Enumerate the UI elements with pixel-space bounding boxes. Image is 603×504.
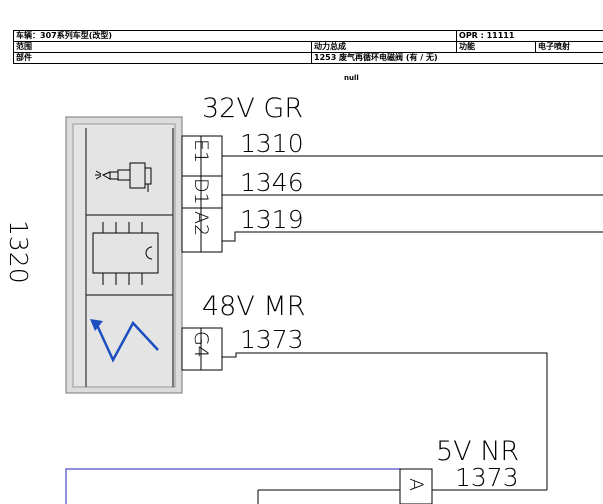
wire-1319 [222,231,603,242]
wire-number: 1310 [240,129,304,158]
wire-number: 1373 [240,325,304,354]
lightning-icon [90,319,159,363]
part-value-cell: 1253 废气再循环电磁阀 (有 / 无) [310,52,603,64]
wire-number: 1373 [455,463,519,492]
connector-label-5v: 5V NR [436,436,519,467]
connector-5v-block [399,468,433,504]
null-note: null [344,74,359,82]
pin-label: A2 [190,211,212,236]
wire-1373 [222,352,548,490]
injector-icon [95,162,152,192]
component-inner [72,123,176,388]
lower-component-outline [65,468,400,504]
header-table: 车辆：307系列车型(改型) OPR : 11111 范围 动力总成 功能 电子… [12,30,603,71]
wire-number: 1319 [240,205,304,234]
component-id: 1320 [4,220,33,284]
pin-label: G4 [190,331,212,358]
ecu-chip-icon [92,222,159,285]
pin-label: D1 [190,178,212,205]
part-label-cell: 部件 [13,52,312,64]
wire-number: 1346 [240,168,304,197]
connector-label-48v: 48V MR [202,291,305,322]
pin-label: E1 [190,139,212,163]
pin-label: A [405,478,427,491]
connector-48v-block [181,327,223,371]
connector-label-32v: 32V GR [202,93,303,124]
connector-32v-block [181,135,223,253]
